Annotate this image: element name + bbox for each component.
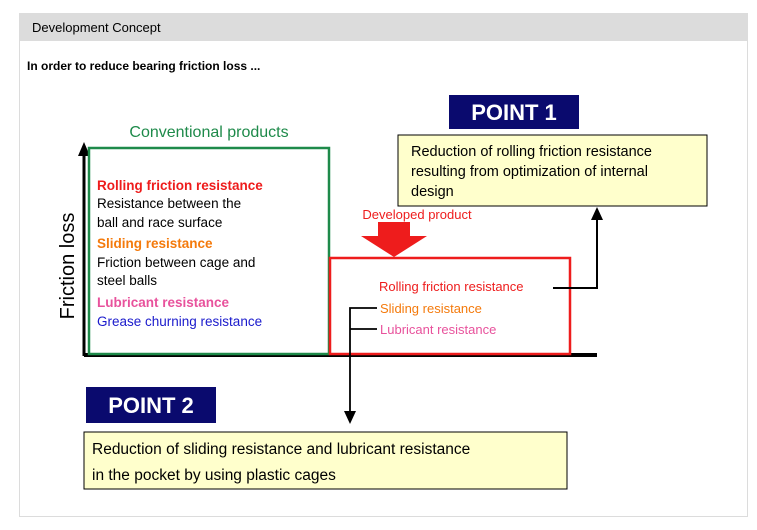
conv-rolling-desc-2: ball and race surface	[97, 215, 222, 230]
conv-rolling-title: Rolling friction resistance	[97, 178, 263, 193]
developed-product-down-arrow	[361, 222, 427, 257]
developed-product-box	[328, 256, 572, 356]
point2-badge	[86, 387, 216, 423]
dev-lubricant-label: Lubricant resistance	[380, 322, 496, 337]
point2-line-2: in the pocket by using plastic cages	[92, 467, 336, 484]
conv-rolling-desc-1: Resistance between the	[97, 196, 241, 211]
point2-line-1: Reduction of sliding resistance and lubr…	[92, 441, 470, 458]
connector-to-point1-arrowhead	[591, 207, 603, 220]
point1-line-3: design	[411, 184, 454, 200]
developed-product-label: Developed product	[362, 207, 472, 222]
point1-line-1: Reduction of rolling friction resistance	[411, 144, 652, 160]
connector-to-point2-arrowhead	[344, 411, 356, 424]
connector-to-point2	[349, 307, 377, 412]
point1-line-2: resulting from optimization of internal	[411, 164, 648, 180]
dev-sliding-label: Sliding resistance	[380, 301, 482, 316]
point2-badge-text: POINT 2	[108, 393, 194, 418]
point1-badge-text: POINT 1	[471, 100, 557, 125]
conv-lubricant-title: Lubricant resistance	[97, 295, 230, 310]
conv-sliding-desc-1: Friction between cage and	[97, 255, 255, 270]
conventional-products-box	[87, 146, 331, 356]
intro-text: In order to reduce bearing friction loss…	[27, 59, 261, 73]
y-axis-label: Friction loss	[57, 213, 79, 320]
conv-sliding-title: Sliding resistance	[97, 236, 213, 251]
panel-header: Development Concept	[20, 14, 747, 41]
panel-title: Development Concept	[32, 20, 161, 35]
conv-lubricant-desc: Grease churning resistance	[97, 314, 262, 329]
connector-to-point1	[553, 218, 598, 289]
y-axis-arrowhead	[78, 142, 90, 156]
point2-note	[83, 431, 568, 490]
conv-sliding-desc-2: steel balls	[97, 273, 157, 288]
dev-rolling-label: Rolling friction resistance	[379, 279, 524, 294]
conventional-products-title: Conventional products	[129, 124, 288, 141]
point1-badge	[449, 95, 579, 129]
point1-note	[397, 134, 708, 207]
